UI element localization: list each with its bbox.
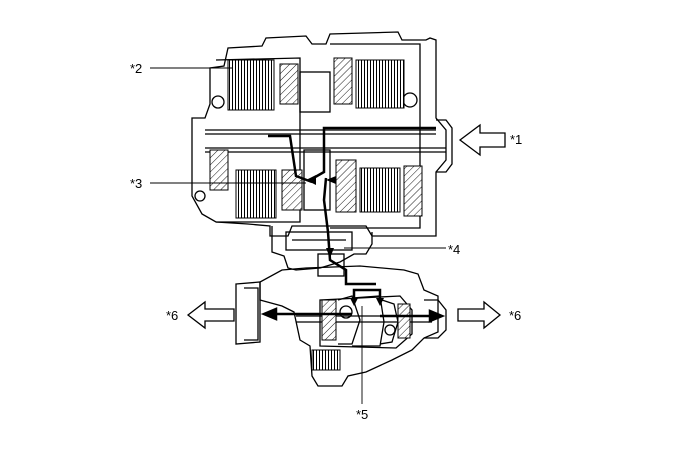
differential-housing — [235, 265, 447, 387]
output-arrow-left — [186, 300, 235, 330]
counter-drive-section — [271, 226, 373, 277]
leader-lines — [150, 67, 446, 404]
callout-5: *5 — [356, 407, 369, 422]
callout-1: *1 — [510, 132, 523, 147]
output-arrow-right — [457, 300, 502, 330]
upper-clutch-packs — [209, 57, 423, 219]
callout-6-left: *6 — [166, 308, 179, 323]
axle-output-lines — [260, 307, 446, 323]
differential-gears — [311, 299, 411, 371]
callout-2: *2 — [130, 61, 143, 76]
input-torque-arrow — [458, 123, 506, 157]
flow-arrowheads — [306, 175, 384, 306]
transmission-housing — [191, 31, 453, 237]
callout-3: *3 — [130, 176, 143, 191]
callout-4: *4 — [448, 242, 461, 257]
callout-6-right: *6 — [509, 308, 522, 323]
power-flow-path — [268, 126, 436, 300]
